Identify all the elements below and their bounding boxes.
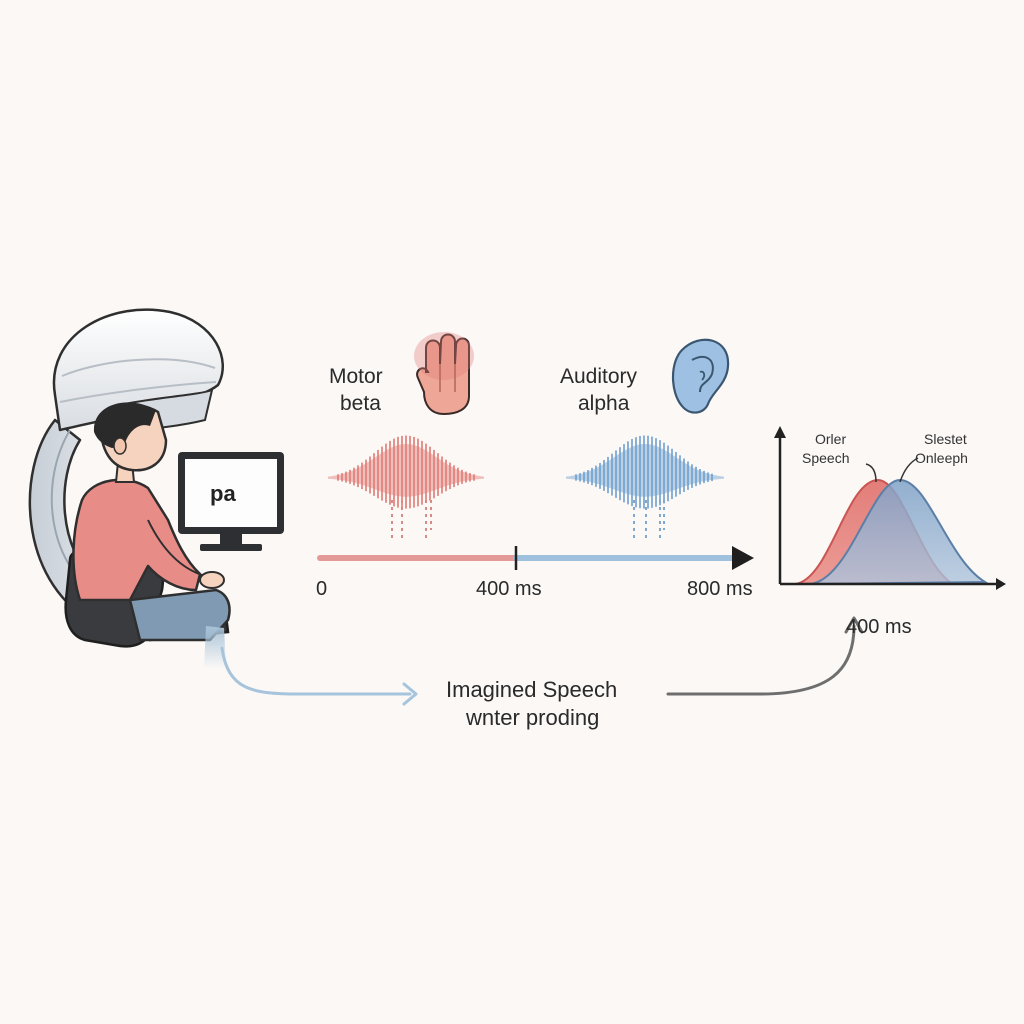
latency-peak-plot xyxy=(774,426,1006,590)
timeline-mid-label: 400 ms xyxy=(476,578,542,600)
auditory-alpha-ticks xyxy=(633,500,665,538)
peak-left-label-line2: Speech xyxy=(802,450,850,466)
peak-right-label-line2: Onleeph xyxy=(915,450,968,466)
peak-left-label-line1: Orler xyxy=(815,431,847,447)
auditory-alpha-burst xyxy=(566,435,724,509)
ear-icon xyxy=(672,338,730,414)
person-icon xyxy=(72,402,231,668)
timeline-end-label: 800 ms xyxy=(687,578,753,600)
motor-beta-ticks xyxy=(391,500,432,538)
flow-arrow-left xyxy=(220,646,418,706)
time-axis xyxy=(317,546,754,570)
auditory-label-line2: alpha xyxy=(578,392,630,415)
peak-latency-label: 400 ms xyxy=(846,616,912,638)
monitor-icon xyxy=(178,452,284,551)
monitor-stimulus-text: pa xyxy=(210,481,236,506)
caption-line2: wnter proding xyxy=(466,705,600,730)
motor-label-line2: beta xyxy=(340,392,381,415)
hand-icon xyxy=(414,332,474,416)
motor-label-line1: Motor xyxy=(329,365,383,388)
peak-right-label-line1: Slestet xyxy=(924,431,967,447)
timeline-start-label: 0 xyxy=(316,578,328,600)
motor-beta-burst xyxy=(328,435,484,509)
caption-line1: Imagined Speech xyxy=(446,677,618,702)
auditory-label-line1: Auditory xyxy=(560,365,638,388)
flow-arrow-right xyxy=(666,616,864,696)
